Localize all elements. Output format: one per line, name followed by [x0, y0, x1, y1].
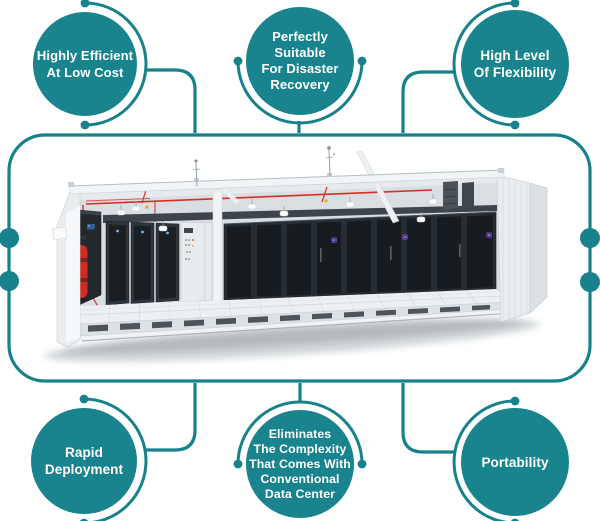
server-rack-group-right — [223, 211, 497, 301]
valve-indicator — [145, 205, 149, 209]
rack-door-handles — [320, 244, 461, 262]
frame-node-right-2 — [580, 272, 600, 292]
valve-indicator — [324, 199, 328, 203]
ground-shadow — [44, 318, 540, 362]
feature-bubble-bottom-left: Rapid Deployment — [31, 408, 137, 514]
connector-top-right — [401, 70, 455, 133]
connector-bottom-left — [145, 383, 197, 452]
feature-bubble-label: Perfectly Suitable For Disaster Recovery — [261, 29, 339, 92]
vent-grille — [77, 301, 515, 342]
arc-bottom-center — [236, 400, 364, 465]
frame-node-right-1 — [580, 228, 600, 248]
ceiling-lamps — [116, 194, 438, 232]
cabinet-screen — [87, 224, 95, 230]
connector-bottom-right — [401, 383, 455, 454]
feature-bubble-top-left: Highly Efficient At Low Cost — [33, 12, 137, 116]
feature-bubble-top-center: Perfectly Suitable For Disaster Recovery — [246, 7, 354, 115]
exterior-junction-box — [52, 226, 68, 241]
feature-bubble-label: Highly Efficient At Low Cost — [36, 48, 134, 80]
arc-top-center — [236, 60, 364, 125]
container-illustration — [44, 146, 548, 362]
frame-border — [7, 133, 592, 383]
fire-suppression-pipes — [82, 186, 433, 326]
feature-bubble-label: Rapid Deployment — [44, 445, 124, 477]
roof-antennas — [192, 146, 335, 187]
feature-bubble-label: Portability — [481, 454, 549, 470]
control-cabinet — [180, 221, 213, 303]
white-duct-rod — [356, 150, 400, 224]
rack-led-badges — [331, 232, 492, 243]
feature-bubble-top-right: High Level Of Flexibility — [461, 10, 569, 118]
cable-tray — [103, 205, 497, 223]
arc-bottom-left — [83, 397, 148, 521]
tiled-floor — [78, 289, 508, 324]
arc-top-right — [452, 1, 516, 127]
frame-node-left-2 — [0, 271, 19, 291]
arc-bottom-right — [452, 399, 516, 521]
server-rack-group-left — [105, 220, 180, 306]
right-end-panel — [496, 174, 548, 323]
arc-endpoint-dots — [79, 0, 520, 521]
feature-bubble-label: High Level Of Flexibility — [473, 48, 557, 80]
feature-bubble-bottom-center: Eliminates The Complexity That Comes Wit… — [246, 410, 354, 518]
frame-node-left-1 — [0, 228, 19, 248]
feature-bubble-bottom-right: Portability — [461, 408, 569, 516]
rack-led-indicators — [116, 229, 169, 235]
feature-bubble-label: Eliminates The Complexity That Comes Wit… — [249, 426, 351, 501]
arc-top-left — [84, 1, 148, 127]
cable-ladders — [443, 181, 474, 210]
left-end-panel — [52, 188, 81, 348]
connector-top-left — [145, 68, 197, 133]
